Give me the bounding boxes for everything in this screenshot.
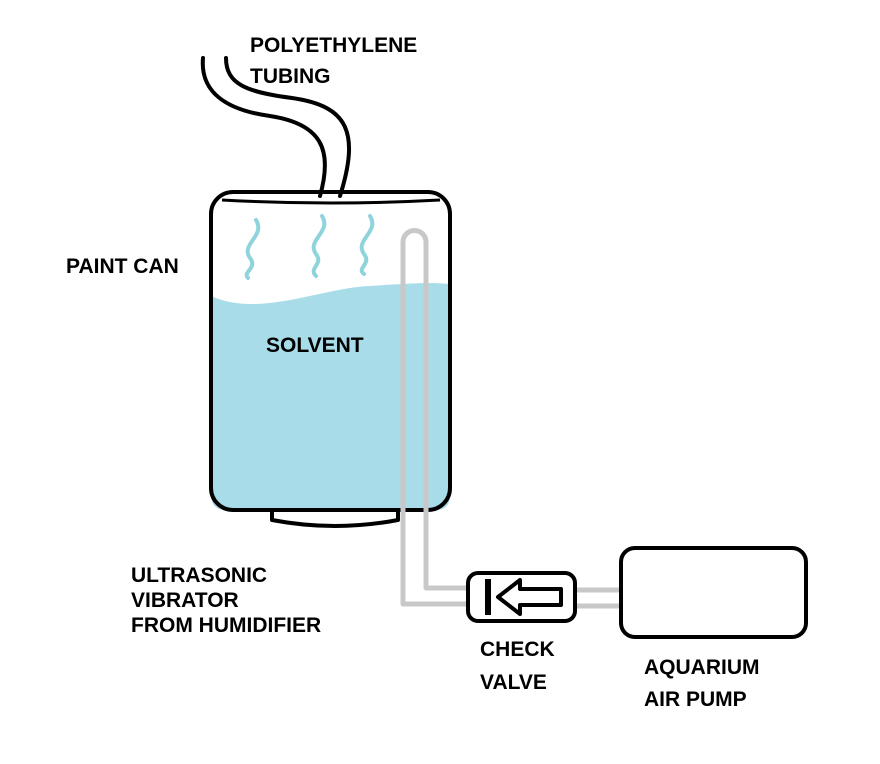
- aquarium-air-pump: [619, 546, 808, 639]
- can-rim: [221, 198, 441, 205]
- label-check-valve-line-2: VALVE: [480, 671, 547, 694]
- label-solvent: SOLVENT: [266, 334, 364, 357]
- can-outline: [209, 190, 452, 512]
- label-vibrator-line-2: VIBRATOR: [131, 589, 239, 612]
- air-line-inner: [423, 242, 470, 591]
- air-line: [400, 228, 622, 609]
- label-tubing-line-1: POLYETHYLENE: [250, 34, 417, 57]
- solvent-liquid: [211, 283, 450, 510]
- label-vibrator-line-1: ULTRASONIC: [131, 564, 267, 587]
- tubing-line-1: [200, 56, 327, 198]
- tubing-line-2: [224, 56, 352, 198]
- paint-can: [209, 190, 452, 512]
- label-paint-can: PAINT CAN: [66, 255, 179, 278]
- air-line-outer: [400, 242, 470, 607]
- check-valve-seat: [485, 579, 491, 615]
- vapor-wisps: [244, 214, 375, 280]
- vapor-wisp-3: [359, 214, 375, 276]
- label-air-pump-line-1: AQUARIUM: [644, 656, 760, 679]
- label-air-pump-line-2: AIR PUMP: [644, 688, 747, 711]
- label-tubing-line-2: TUBING: [250, 65, 331, 88]
- air-line-cap: [400, 228, 429, 243]
- vapor-wisp-1: [244, 218, 261, 280]
- label-check-valve-line-1: CHECK: [480, 638, 555, 661]
- check-valve: [466, 571, 577, 623]
- polyethylene-tubing: [200, 56, 352, 198]
- check-valve-arrow-icon: [496, 578, 563, 616]
- ultrasonic-vibrator-disk: [270, 512, 400, 528]
- label-vibrator-line-3: FROM HUMIDIFIER: [131, 614, 321, 637]
- vapor-wisp-2: [311, 214, 327, 278]
